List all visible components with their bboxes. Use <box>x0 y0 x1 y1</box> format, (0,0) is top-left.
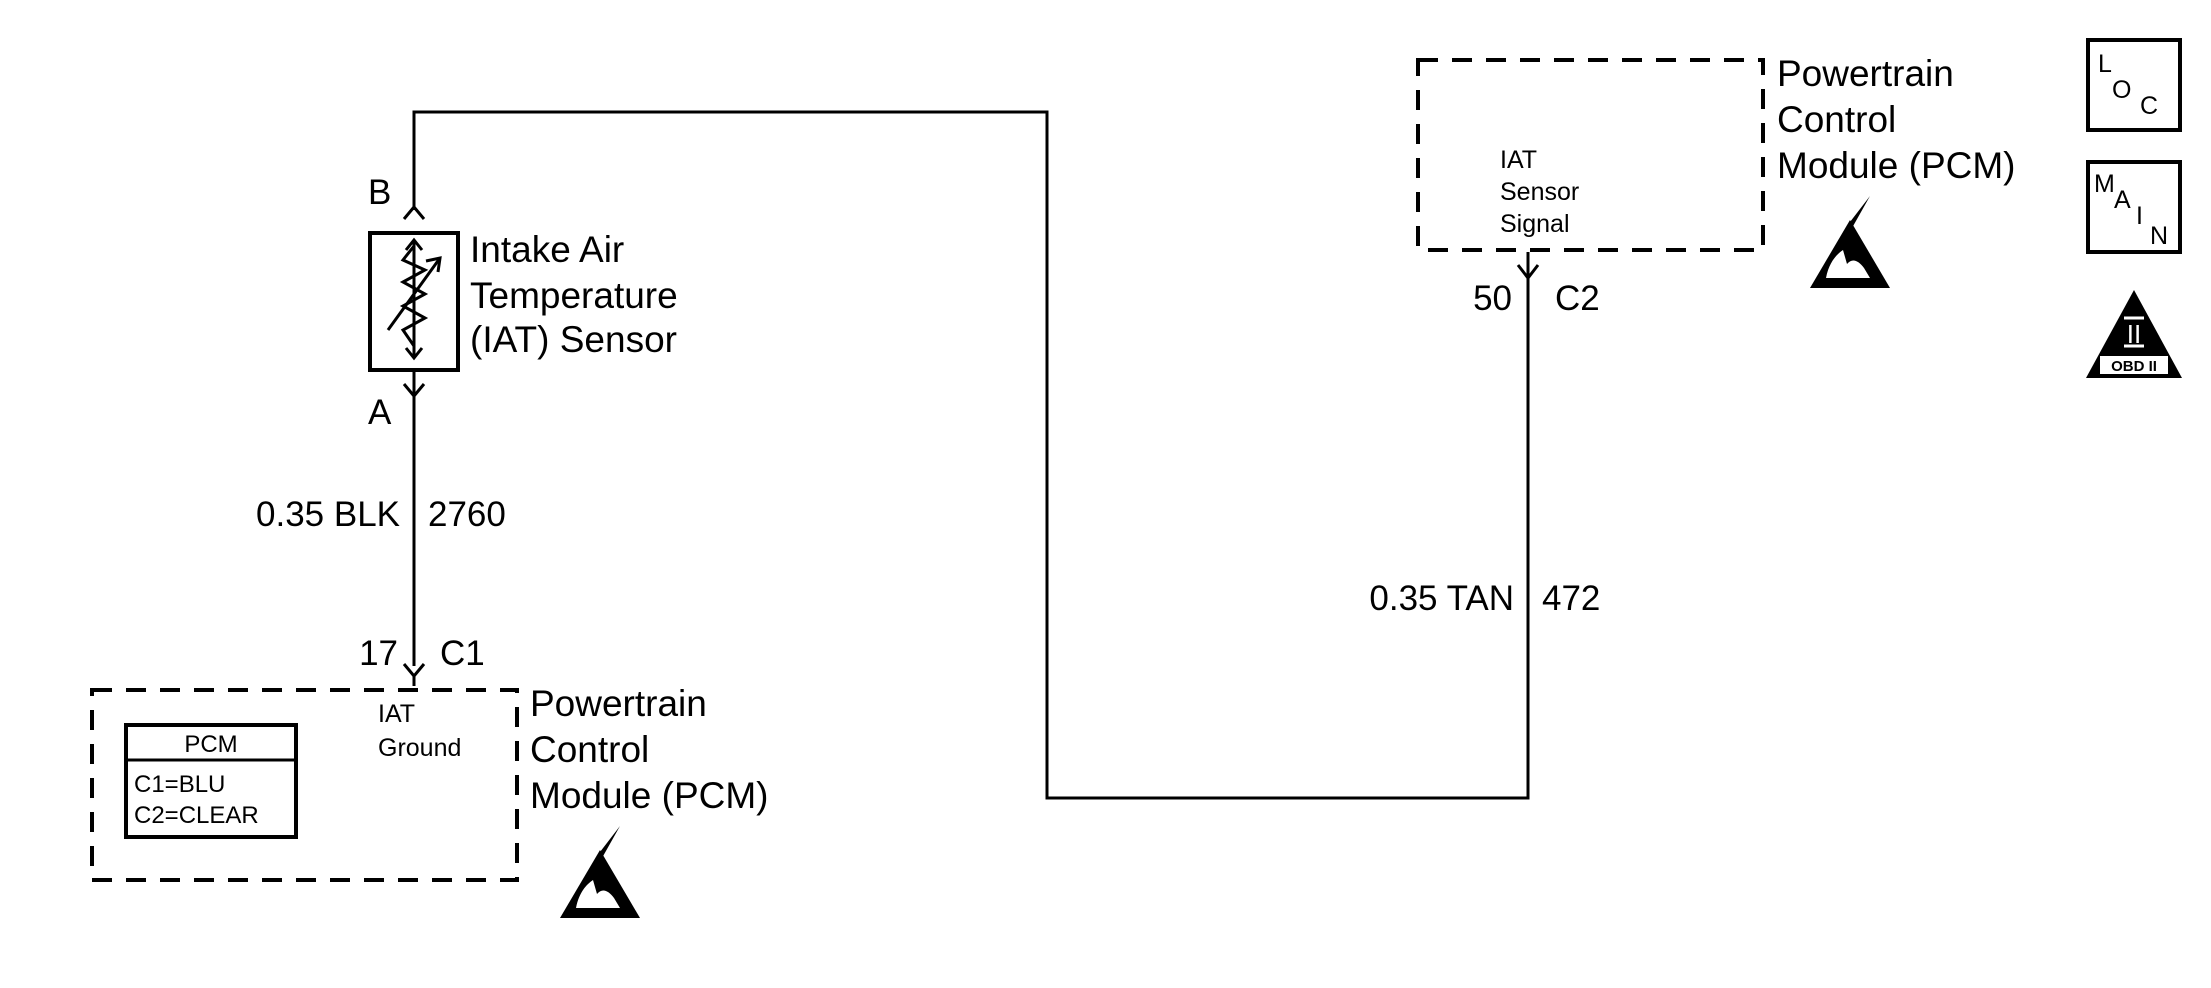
ground-wire-circuit-number: 2760 <box>428 495 506 534</box>
function-line: Signal <box>1500 210 1570 238</box>
pcm-name-line: Control <box>530 729 649 770</box>
esd-sensitive-icon <box>560 826 640 918</box>
sensor-name-line: Temperature <box>470 275 678 316</box>
pcm-name-line: Powertrain <box>530 683 707 724</box>
thermistor-icon <box>386 237 442 361</box>
pcm-name-line: Control <box>1777 99 1896 140</box>
pcm-c2-pin-number: 50 <box>1473 279 1512 318</box>
loc-icon[interactable]: L O C <box>2086 38 2182 132</box>
esd-sensitive-icon <box>1810 196 1890 288</box>
function-line: IAT <box>1500 146 1537 174</box>
wire-iat-signal-472 <box>412 110 1530 800</box>
pcm-name-line: Module (PCM) <box>530 775 769 816</box>
pin-17-c1-connector <box>402 663 426 686</box>
obd-ii-icon[interactable]: II OBD II <box>2086 290 2182 378</box>
loc-letter: O <box>2112 76 2131 104</box>
pcm-c1-function-label: IAT Ground <box>378 700 461 762</box>
main-letter: M <box>2094 170 2115 198</box>
pcm-legend-row: C1=BLU <box>134 771 225 798</box>
signal-wire-gauge-color: 0.35 TAN <box>1369 579 1514 618</box>
main-letter: I <box>2136 202 2143 230</box>
pcm-lower-boundary <box>90 688 519 882</box>
pin-a-label: A <box>368 393 392 432</box>
pcm-upper-name: Powertrain Control Module (PCM) <box>1777 53 2016 186</box>
pcm-name-line: Powertrain <box>1777 53 1954 94</box>
pin-50-c2-connector <box>1516 252 1540 281</box>
pcm-c2-connector-id: C2 <box>1555 279 1600 318</box>
pcm-lower-name: Powertrain Control Module (PCM) <box>530 683 769 816</box>
sensor-name: Intake Air Temperature (IAT) Sensor <box>470 229 688 360</box>
pcm-connector-legend <box>124 723 298 839</box>
function-line: Sensor <box>1500 178 1579 206</box>
sensor-name-line: Intake Air <box>470 229 624 270</box>
loc-letter: C <box>2140 92 2158 120</box>
pin-a-connector <box>402 371 426 401</box>
pcm-legend-title: PCM <box>184 731 237 758</box>
main-letter: A <box>2114 186 2131 214</box>
main-letter: N <box>2150 222 2168 250</box>
ground-wire-gauge-color: 0.35 BLK <box>256 495 400 534</box>
pcm-name-line: Module (PCM) <box>1777 145 2016 186</box>
pin-b-connector <box>402 195 426 220</box>
function-line: Ground <box>378 734 461 762</box>
loc-letter: L <box>2098 50 2112 78</box>
sensor-name-line: (IAT) Sensor <box>470 319 677 360</box>
pcm-c1-pin-number: 17 <box>359 634 398 673</box>
pcm-upper-boundary <box>1416 58 1765 252</box>
function-line: IAT <box>378 700 415 728</box>
obd-label: OBD II <box>2111 358 2157 375</box>
obd-numeral: II <box>2127 319 2141 349</box>
pcm-legend-row: C2=CLEAR <box>134 802 259 829</box>
pin-b-label: B <box>368 173 391 212</box>
pcm-c1-connector-id: C1 <box>440 634 485 673</box>
main-icon[interactable]: M A I N <box>2086 160 2182 254</box>
pcm-c2-function-label: IAT Sensor Signal <box>1500 146 1586 238</box>
signal-wire-circuit-number: 472 <box>1542 579 1600 618</box>
